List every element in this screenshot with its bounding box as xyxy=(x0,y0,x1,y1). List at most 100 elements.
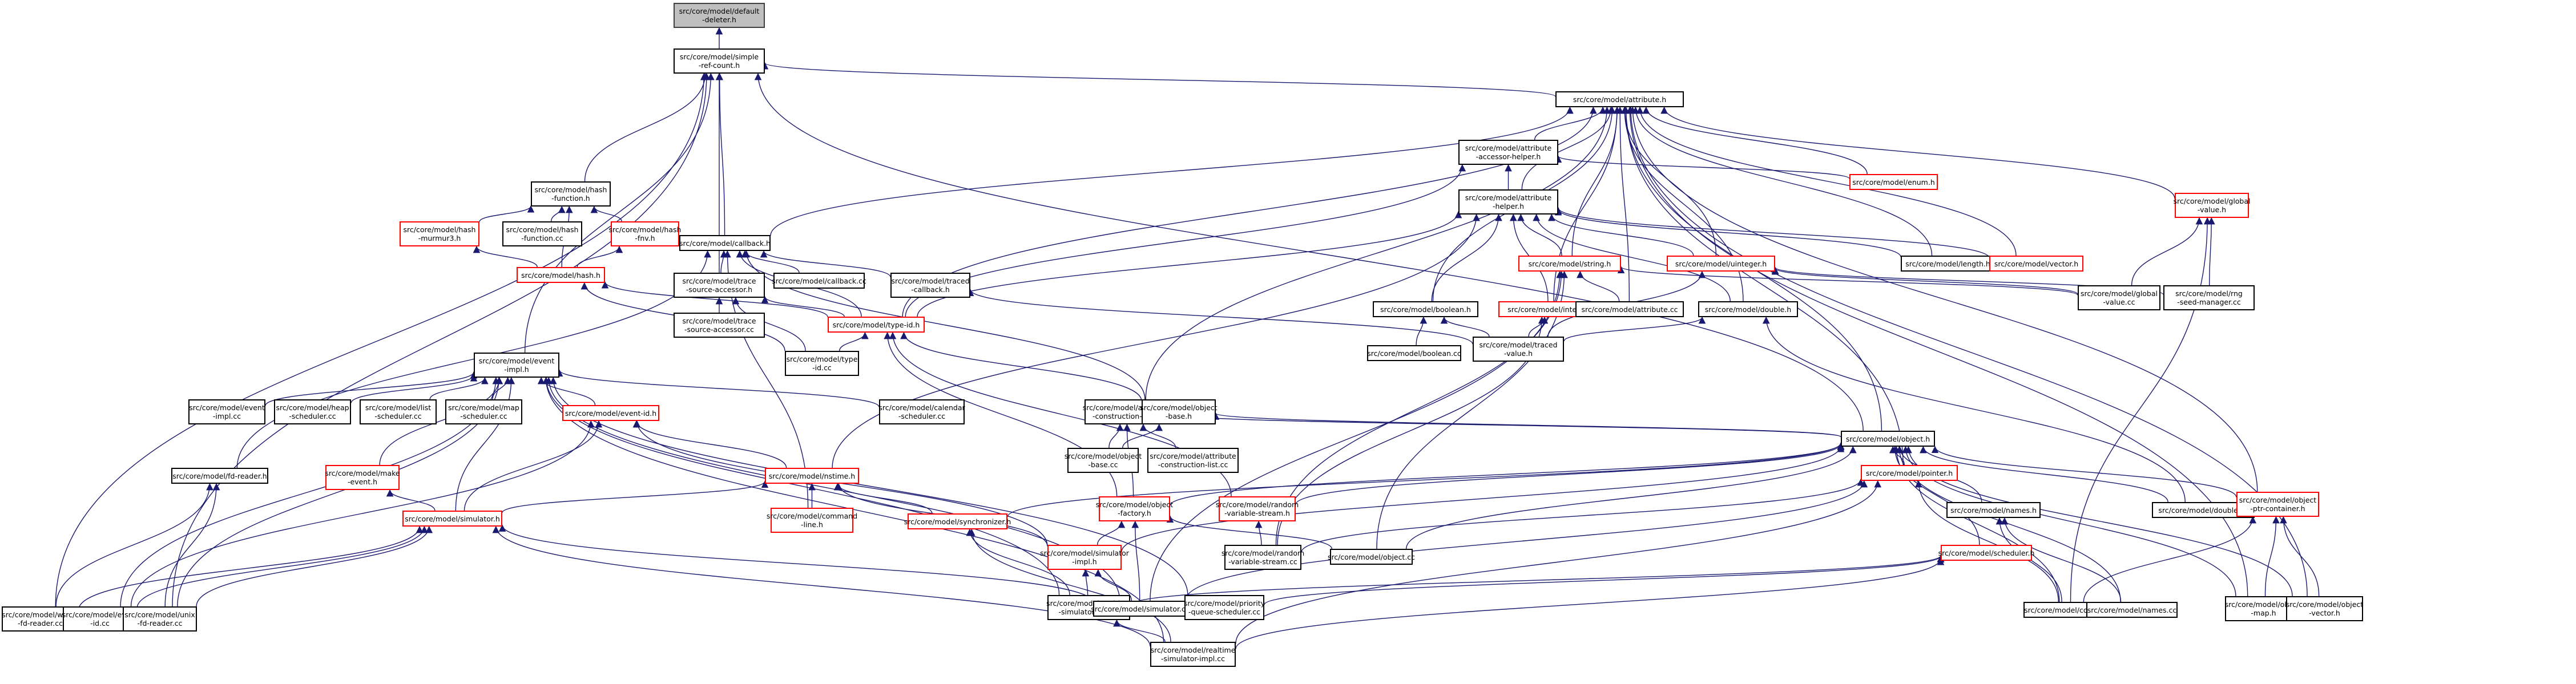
node-boolean-cc[interactable]: src/core/model/boolean.cc xyxy=(1367,345,1461,361)
node-hash-fnv[interactable]: src/core/model/hash -fnv.h xyxy=(609,221,681,246)
node-fd-reader[interactable]: src/core/model/fd-reader.h xyxy=(171,468,268,484)
edge-string-h-to-attribute-helper xyxy=(1517,213,1562,256)
node-object-vector[interactable]: src/core/model/object -vector.h xyxy=(2286,596,2363,621)
node-double-h[interactable]: src/core/model/double.h xyxy=(1698,301,1798,317)
node-scheduler-h[interactable]: src/core/model/scheduler.h xyxy=(1938,545,2034,561)
node-boolean-h[interactable]: src/core/model/boolean.h xyxy=(1373,301,1478,317)
node-object-base-cc[interactable]: src/core/model/object -base.cc xyxy=(1065,448,1142,473)
node-heap-scheduler[interactable]: src/core/model/heap -scheduler.cc xyxy=(274,399,351,424)
node-realtime-simulator-impl-cc[interactable]: src/core/model/realtime -simulator-impl.… xyxy=(1150,642,1236,667)
node-simulator-impl[interactable]: src/core/model/simulator -impl.h xyxy=(1040,545,1129,570)
node-unix-fd-reader[interactable]: src/core/model/unix -fd-reader.cc xyxy=(123,606,197,632)
node-object-h[interactable]: src/core/model/object.h xyxy=(1841,431,1935,447)
node-traced-callback[interactable]: src/core/model/traced -callback.h xyxy=(890,273,970,298)
edge-object-h-to-object-base-h xyxy=(1212,412,1841,438)
node-hash-function-cc[interactable]: src/core/model/hash -function.cc xyxy=(502,221,582,246)
edge-list-scheduler-to-event-impl xyxy=(429,377,489,400)
node-calendar-scheduler[interactable]: src/core/model/calendar -scheduler.cc xyxy=(878,399,965,424)
edge-object-cc-to-string-h xyxy=(1376,270,1568,549)
node-type-id-cc[interactable]: src/core/model/type -id.cc xyxy=(785,351,859,376)
node-callback-h[interactable]: src/core/model/callback.h xyxy=(679,235,771,251)
edge-realtime-simulator-impl-cc-to-pointer-h xyxy=(1235,480,1881,644)
node-pointer-h[interactable]: src/core/model/pointer.h xyxy=(1861,465,1958,481)
node-object-ptr-container[interactable]: src/core/model/object -ptr-container.h xyxy=(2236,492,2319,517)
edge-vector-h-to-attribute-helper xyxy=(1554,207,1990,258)
node-attribute-construction-list-cc[interactable]: src/core/model/attribute -construction-l… xyxy=(1147,448,1239,473)
edge-object-map-to-attribute-h xyxy=(1626,106,2248,597)
node-nstime-h[interactable]: src/core/model/nstime.h xyxy=(765,468,859,484)
node-object-cc[interactable]: src/core/model/object.cc xyxy=(1328,549,1415,565)
edge-simulator-h-to-make-event xyxy=(386,489,436,511)
node-global-value-h[interactable]: src/core/model/global -value.h xyxy=(2174,193,2251,218)
edge-random-variable-stream-h-to-object-h xyxy=(1295,443,1845,505)
node-attribute-helper[interactable]: src/core/model/attribute -helper.h xyxy=(1458,189,1558,214)
edge-heap-scheduler-to-event-impl xyxy=(350,374,478,403)
edge-win32-fd-reader-to-simulator-h xyxy=(78,525,424,610)
node-hash-h[interactable]: src/core/model/hash.h xyxy=(517,267,605,283)
edge-type-id-h-to-trace-source-accessor xyxy=(761,296,845,317)
node-callback-cc[interactable]: src/core/model/callback.cc xyxy=(772,273,866,289)
edge-win32-fd-reader-to-fd-reader xyxy=(55,483,213,607)
node-vector-h[interactable]: src/core/model/vector.h xyxy=(1989,256,2083,272)
node-synchronizer[interactable]: src/core/model/synchronizer.h xyxy=(904,513,1011,529)
node-simulator-cc[interactable]: src/core/model/simulator.cc xyxy=(1091,601,1190,617)
node-simple-ref-count[interactable]: src/core/model/simple -ref-count.h xyxy=(674,48,765,74)
node-event-impl-cc[interactable]: src/core/model/event -impl.cc xyxy=(188,399,265,424)
node-random-variable-stream-cc[interactable]: src/core/model/random -variable-stream.c… xyxy=(1222,545,1304,570)
node-trace-source-accessor-cc[interactable]: src/core/model/trace -source-accessor.cc xyxy=(674,313,765,338)
edge-synchronizer-to-object-h xyxy=(1007,442,1845,517)
node-object-factory[interactable]: src/core/model/object -factory.h xyxy=(1096,496,1173,521)
edge-simulator-cc-to-pointer-h xyxy=(1185,480,1868,601)
node-event-id-h[interactable]: src/core/model/event-id.h xyxy=(562,405,659,421)
edge-simulator-impl-to-object-factory xyxy=(1096,520,1126,545)
node-attribute-accessor-helper[interactable]: src/core/model/attribute -accessor-helpe… xyxy=(1458,140,1558,165)
edge-traced-value-to-double-h xyxy=(1563,316,1706,342)
edge-double-cc-to-object-h xyxy=(1920,446,2168,503)
node-hash-murmur3[interactable]: src/core/model/hash -murmur3.h xyxy=(400,221,479,246)
edge-attribute-construction-list-cc-to-attribute-construction-list xyxy=(1139,423,1176,448)
node-hash-function[interactable]: src/core/model/hash -function.h xyxy=(531,181,611,207)
node-enum-h[interactable]: src/core/model/enum.h xyxy=(1849,174,1938,190)
edge-simulator-cc-to-object-factory xyxy=(1131,520,1140,601)
node-type-id-h[interactable]: src/core/model/type-id.h xyxy=(828,317,925,333)
edge-realtime-simulator-impl-cc-to-synchronizer xyxy=(968,528,1171,642)
node-random-variable-stream-h[interactable]: src/core/model/random -variable-stream.h xyxy=(1216,496,1299,521)
node-event-impl[interactable]: src/core/model/event -impl.h xyxy=(474,353,559,378)
node-uinteger-h[interactable]: src/core/model/uinteger.h xyxy=(1667,256,1775,272)
node-object-base-h[interactable]: src/core/model/object -base.h xyxy=(1140,399,1218,424)
node-priority-queue-scheduler[interactable]: src/core/model/priority -queue-scheduler… xyxy=(1184,595,1265,620)
node-simulator-h[interactable]: src/core/model/simulator.h xyxy=(402,511,502,527)
edge-nstime-h-to-attribute-helper xyxy=(832,213,1480,468)
edge-object-ptr-container-to-object-h xyxy=(1931,446,2237,497)
edge-hash-function-cc-to-hash-function xyxy=(551,205,566,222)
node-names-cc[interactable]: src/core/model/names.cc xyxy=(2086,602,2178,618)
edge-calendar-scheduler-to-event-impl xyxy=(555,369,880,407)
node-names-h[interactable]: src/core/model/names.h xyxy=(1946,502,2041,518)
node-traced-value[interactable]: src/core/model/traced -value.h xyxy=(1473,337,1564,362)
node-make-event[interactable]: src/core/model/make -event.h xyxy=(325,465,400,490)
edge-traced-callback-to-callback-h xyxy=(760,250,891,277)
edge-simulator-cc-to-string-h xyxy=(1150,270,1563,601)
edge-hash-murmur3-to-hash-function xyxy=(479,205,535,222)
edge-event-id-cc-to-event-id-h xyxy=(130,420,595,607)
node-rng-seed-manager[interactable]: src/core/model/rng -seed-manager.cc xyxy=(2163,285,2255,310)
edge-unix-fd-reader-to-fd-reader xyxy=(164,483,220,607)
node-length-h[interactable]: src/core/model/length.h xyxy=(1901,256,1995,272)
node-map-scheduler[interactable]: src/core/model/map -scheduler.cc xyxy=(445,399,522,424)
edge-hash-function-to-simple-ref-count xyxy=(584,72,709,182)
node-list-scheduler[interactable]: src/core/model/list -scheduler.cc xyxy=(360,399,437,424)
edge-event-impl-to-simple-ref-count xyxy=(524,72,715,353)
edge-object-base-cc-to-attribute-construction-list xyxy=(1108,423,1124,448)
node-attribute-h[interactable]: src/core/model/attribute.h xyxy=(1555,91,1684,107)
edge-object-cc-to-object-h xyxy=(1406,446,1857,549)
node-command-line[interactable]: src/core/model/command -line.h xyxy=(767,508,857,533)
node-string-h[interactable]: src/core/model/string.h xyxy=(1518,256,1621,272)
edge-attribute-cc-to-attribute-h xyxy=(1616,106,1630,302)
node-trace-source-accessor[interactable]: src/core/model/trace -source-accessor.h xyxy=(674,273,765,298)
node-attribute-cc[interactable]: src/core/model/attribute.cc xyxy=(1575,301,1684,317)
edge-object-vector-to-object-h xyxy=(1905,446,2293,597)
edge-object-base-h-to-callback-h xyxy=(743,250,1146,400)
node-global-value-cc[interactable]: src/core/model/global -value.cc xyxy=(2078,285,2160,310)
